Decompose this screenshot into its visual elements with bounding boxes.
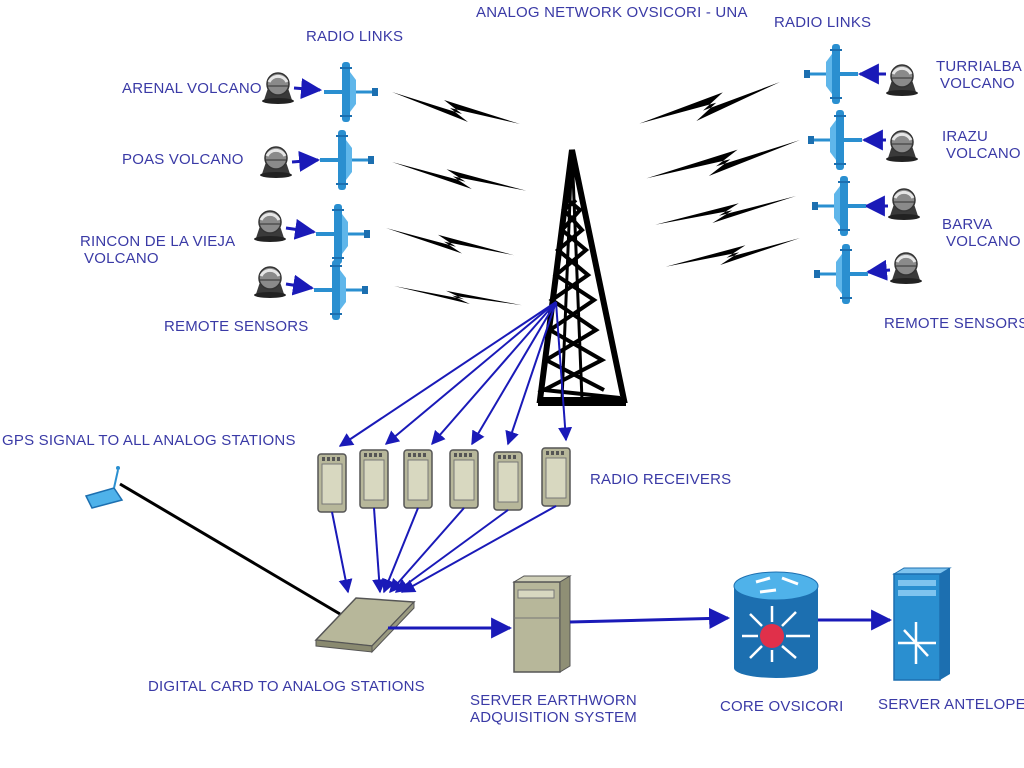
radio-receiver-icon: [493, 451, 523, 511]
arenal-volcano-label: ARENAL VOLCANO: [122, 80, 262, 97]
radio-receiver-icon: [359, 449, 389, 509]
core-router-icon: [733, 571, 819, 678]
rincon-volcano-label-line1: RINCON DE LA VIEJA: [80, 233, 236, 250]
radio-receiver-icon: [403, 449, 433, 509]
seismic-sensor-icon: [884, 63, 920, 98]
radio-receiver-icon: [317, 453, 347, 513]
lightning-bolt-icon: [646, 140, 800, 179]
gps-receiver-icon: [84, 466, 341, 616]
server-earthworm-label-line2: ADQUISITION SYSTEM: [470, 709, 637, 727]
rincon-volcano-label: RINCON DE LA VIEJA VOLCANO: [80, 233, 235, 268]
diagram-title: ANALOG NETWORK OVSICORI - UNA: [476, 4, 748, 21]
barva-volcano-label-line1: BARVA: [942, 216, 993, 233]
lightning-bolts-left: [386, 92, 527, 306]
lightning-bolt-icon: [392, 162, 527, 191]
tower-to-receivers-arrows: [338, 301, 573, 447]
radio-antenna-icon: [802, 42, 860, 106]
irazu-volcano-label-line2: VOLCANO: [946, 145, 1021, 163]
poas-volcano-label: POAS VOLCANO: [122, 151, 244, 168]
server-icon: [892, 567, 952, 681]
irazu-volcano-label: IRAZU VOLCANO: [942, 128, 1021, 163]
radio-antenna-icon: [318, 128, 376, 192]
seismic-sensor-icon: [886, 187, 922, 222]
server-antelope-label: SERVER ANTELOPE: [878, 696, 1024, 713]
seismic-sensor-icon: [260, 71, 296, 106]
seismic-sensor-icon: [888, 251, 924, 286]
lightning-bolt-icon: [394, 286, 522, 306]
lightning-bolt-icon: [639, 82, 780, 124]
right-stations: [802, 42, 924, 306]
lightning-bolt-icon: [386, 228, 514, 256]
radio-links-right-label: RADIO LINKS: [774, 14, 872, 31]
digital-card-icon: [314, 597, 416, 654]
radio-receiver-icon: [449, 449, 479, 509]
radio-receiver-icon: [541, 447, 571, 507]
server-earthworm-label: SERVER EARTHWORN ADQUISITION SYSTEM: [470, 692, 637, 727]
server-earthworm-label-line1: SERVER EARTHWORN: [470, 692, 637, 709]
seismic-sensor-icon: [252, 209, 288, 244]
server-icon: [512, 575, 572, 673]
left-stations: [252, 60, 380, 322]
remote-sensors-right-label: REMOTE SENSORS: [884, 315, 1024, 332]
radio-antenna-icon: [812, 242, 870, 306]
irazu-volcano-label-line1: IRAZU: [942, 128, 988, 145]
digital-card-label: DIGITAL CARD TO ANALOG STATIONS: [148, 678, 425, 695]
seismic-sensor-icon: [258, 145, 294, 180]
server-to-core-arrow: [569, 607, 731, 629]
gps-signal-label: GPS SIGNAL TO ALL ANALOG STATIONS: [2, 432, 296, 449]
core-ovsicori-label: CORE OVSICORI: [720, 698, 844, 715]
rincon-volcano-label-line2: VOLCANO: [84, 250, 159, 268]
radio-links-left-label: RADIO LINKS: [306, 28, 404, 45]
radio-antenna-icon: [810, 174, 868, 238]
lightning-bolts-right: [639, 82, 800, 267]
seismic-sensor-icon: [884, 129, 920, 164]
radio-receivers-label: RADIO RECEIVERS: [590, 471, 732, 488]
turrialba-volcano-label-line2: VOLCANO: [940, 75, 1015, 93]
lightning-bolt-icon: [665, 238, 800, 267]
lightning-bolt-icon: [392, 92, 520, 124]
radio-antenna-icon: [314, 202, 372, 266]
lightning-bolt-icon: [655, 196, 796, 225]
radio-tower-icon: [536, 149, 628, 406]
turrialba-volcano-label-line1: TURRIALBA: [936, 58, 1022, 75]
radio-antenna-icon: [312, 258, 370, 322]
barva-volcano-label: BARVA VOLCANO: [942, 216, 1021, 251]
remote-sensors-left-label: REMOTE SENSORS: [164, 318, 309, 335]
barva-volcano-label-line2: VOLCANO: [946, 233, 1021, 251]
seismic-sensor-icon: [252, 265, 288, 300]
radio-antenna-icon: [322, 60, 380, 124]
radio-antenna-icon: [806, 108, 864, 172]
radio-receivers: [317, 447, 571, 513]
receivers-to-card-arrows: [331, 505, 557, 594]
turrialba-volcano-label: TURRIALBA VOLCANO: [936, 58, 1022, 93]
